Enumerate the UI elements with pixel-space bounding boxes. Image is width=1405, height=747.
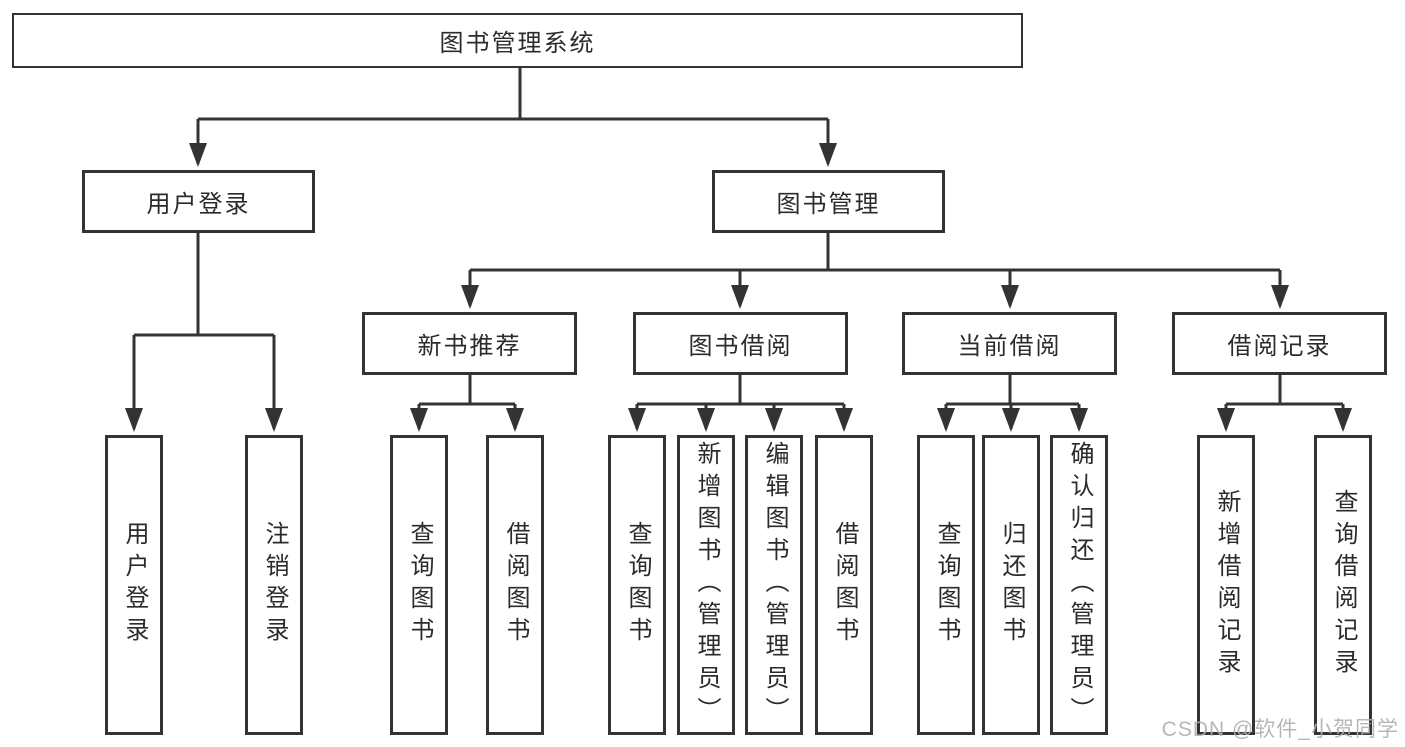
csdn-watermark: CSDN @软件_小贺同学	[1161, 718, 1399, 741]
node-label: 用户登录	[146, 191, 251, 218]
leaf-query-books-borrowing: 查询图书	[608, 435, 666, 735]
node-label: 查询图书	[933, 521, 960, 649]
leaf-borrow-books-borrowing: 借阅图书	[815, 435, 873, 735]
node-label: 新增图书（管理员）	[693, 441, 720, 729]
node-label: 注销登录	[261, 521, 288, 649]
leaf-add-books-admin: 新增图书（管理员）	[677, 435, 735, 735]
node-label: 确认归还（管理员）	[1066, 441, 1093, 729]
leaf-query-borrow-record: 查询借阅记录	[1314, 435, 1372, 735]
node-label: 归还图书	[998, 521, 1025, 649]
leaf-return-books: 归还图书	[982, 435, 1040, 735]
node-label: 新书推荐	[417, 333, 522, 360]
leaf-confirm-return-admin: 确认归还（管理员）	[1050, 435, 1108, 735]
node-label: 借阅图书	[502, 521, 529, 649]
node-label: 图书借阅	[688, 333, 793, 360]
node-label: 借阅记录	[1227, 333, 1332, 360]
node-label: 编辑图书（管理员）	[761, 441, 788, 729]
leaf-borrow-books-recommend: 借阅图书	[486, 435, 544, 735]
node-new-book-recommend: 新书推荐	[362, 312, 577, 375]
leaf-logout: 注销登录	[245, 435, 303, 735]
node-borrowing-records: 借阅记录	[1172, 312, 1387, 375]
node-label: 新增借阅记录	[1213, 489, 1240, 681]
node-label: 当前借阅	[957, 333, 1062, 360]
leaf-edit-books-admin: 编辑图书（管理员）	[745, 435, 803, 735]
leaf-user-login: 用户登录	[105, 435, 163, 735]
node-current-borrowing: 当前借阅	[902, 312, 1117, 375]
node-label: 查询图书	[406, 521, 433, 649]
node-label: 用户登录	[121, 521, 148, 649]
node-book-management: 图书管理	[712, 170, 945, 233]
node-book-borrowing: 图书借阅	[633, 312, 848, 375]
node-root-system: 图书管理系统	[12, 13, 1023, 68]
leaf-query-books-recommend: 查询图书	[390, 435, 448, 735]
leaf-add-borrow-record: 新增借阅记录	[1197, 435, 1255, 735]
node-user-login: 用户登录	[82, 170, 315, 233]
node-label: 借阅图书	[831, 521, 858, 649]
node-label: 图书管理	[776, 191, 881, 218]
node-label: 图书管理系统	[439, 30, 596, 57]
node-label: 查询借阅记录	[1330, 489, 1357, 681]
node-label: 查询图书	[624, 521, 651, 649]
leaf-query-books-current: 查询图书	[917, 435, 975, 735]
